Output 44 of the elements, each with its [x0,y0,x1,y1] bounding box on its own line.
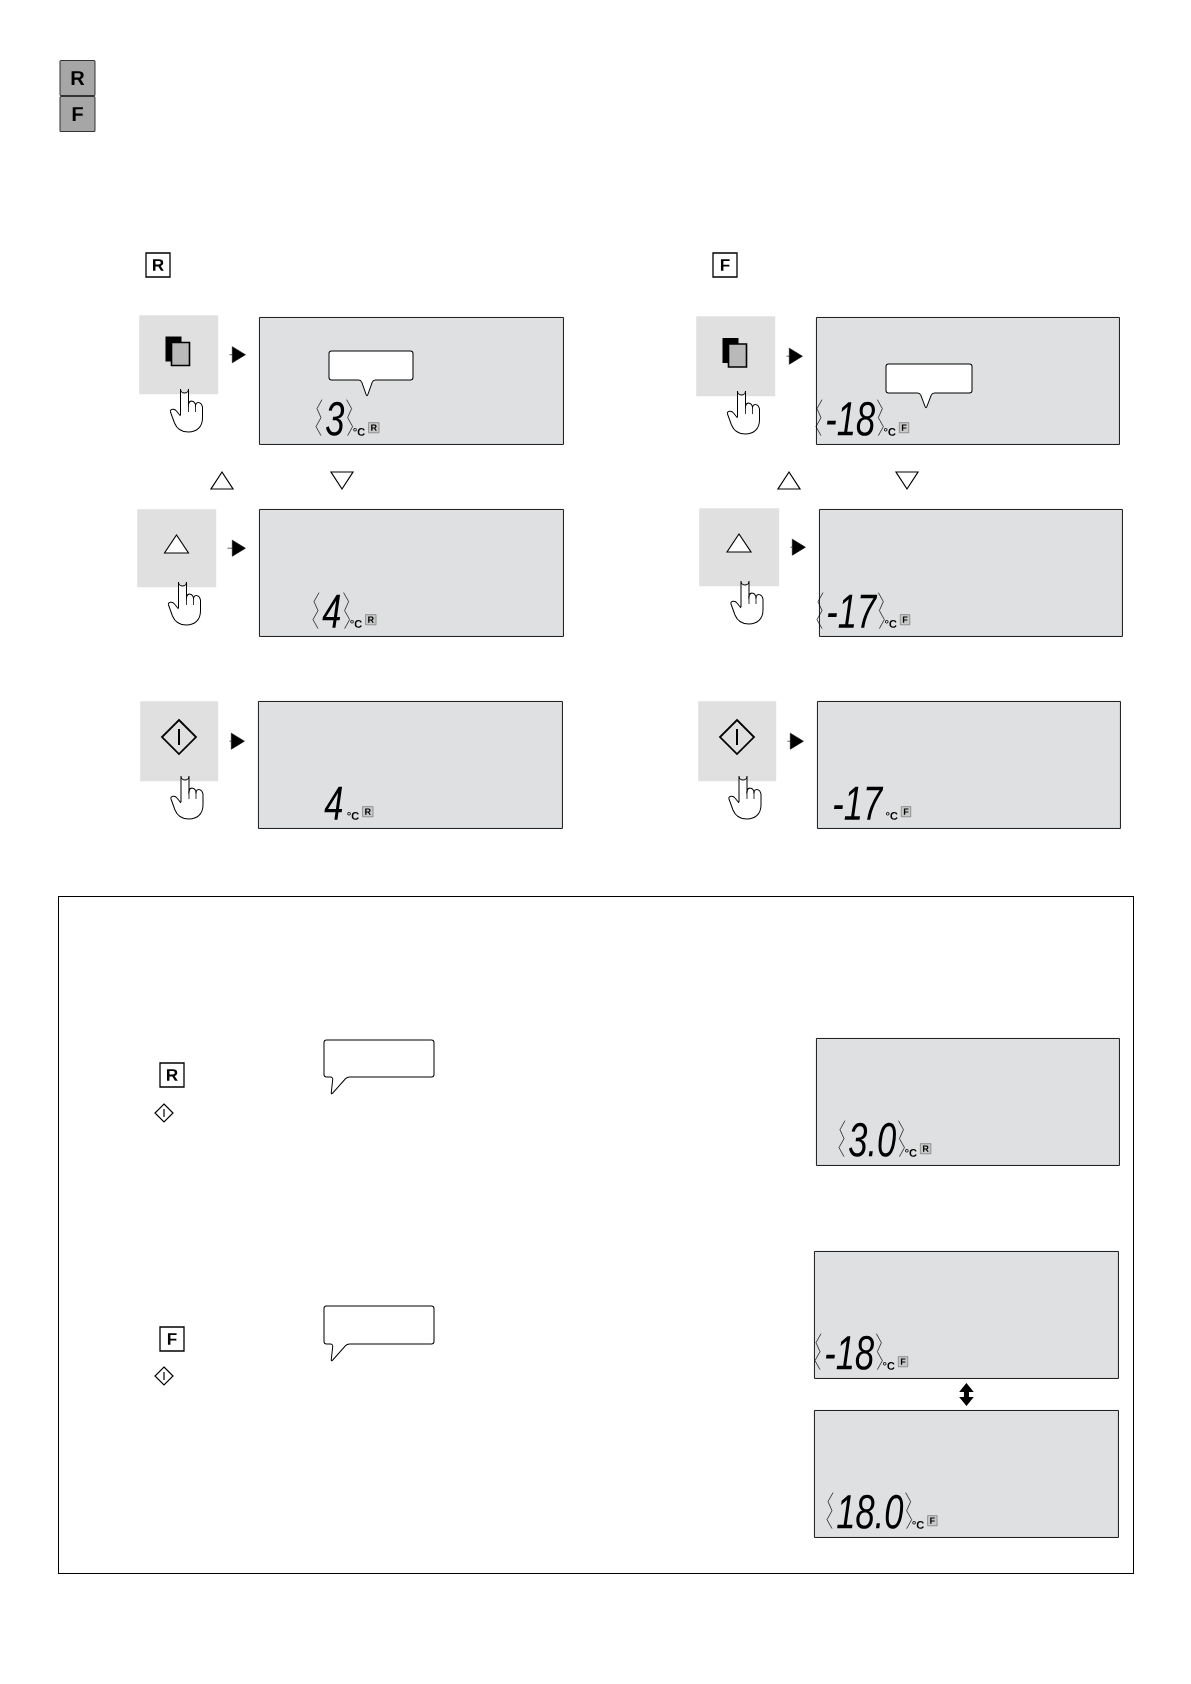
zone-badge: F [159,1326,185,1352]
unit-label: °C [905,1149,917,1157]
temperature-value: -17 [833,786,884,820]
speech-bubble [885,363,973,409]
unit-label: °C [912,1521,924,1529]
temperature-value: 18.0 [837,1494,904,1529]
arrow [790,538,806,556]
temperature-value: -17 [827,594,878,628]
unit-label: °C [350,620,362,628]
zone-badge: F [712,252,738,278]
zone-badge: F [59,96,96,132]
zone-badge: R [368,422,380,433]
unit-label: °C [886,812,898,820]
zone-badge: F [899,422,909,433]
temperature-value: 4 [322,594,341,628]
arrow [229,346,246,364]
zone-badge: R [59,60,96,96]
frame-box [58,896,1134,1574]
arrow [786,347,803,365]
zone-badge: F [900,614,910,625]
zone-badge: F [901,806,911,817]
zone-badge: R [159,1062,185,1088]
arrow [229,732,245,750]
unit-label: °C [347,812,359,820]
zone-badge: R [920,1143,932,1154]
temperature-value: -18 [825,1335,874,1370]
arrow [227,539,246,557]
zone-badge: R [365,614,377,625]
unit-label: °C [885,620,897,628]
zone-badge: F [927,1515,938,1526]
temperature-value: -18 [826,401,875,436]
unit-label: °C [884,428,896,436]
temperature-value: 4 [324,786,343,820]
zone-badge: R [145,252,171,278]
speech-bubble [328,350,414,397]
temperature-value: 3 [326,401,345,436]
arrow [787,732,804,750]
speech-bubble [323,1305,435,1362]
speech-bubble [323,1039,435,1095]
zone-badge: R [362,806,374,817]
unit-label: °C [353,428,365,436]
unit-label: °C [883,1362,895,1370]
zone-badge: F [898,1356,908,1367]
temperature-value: 3.0 [849,1122,896,1157]
